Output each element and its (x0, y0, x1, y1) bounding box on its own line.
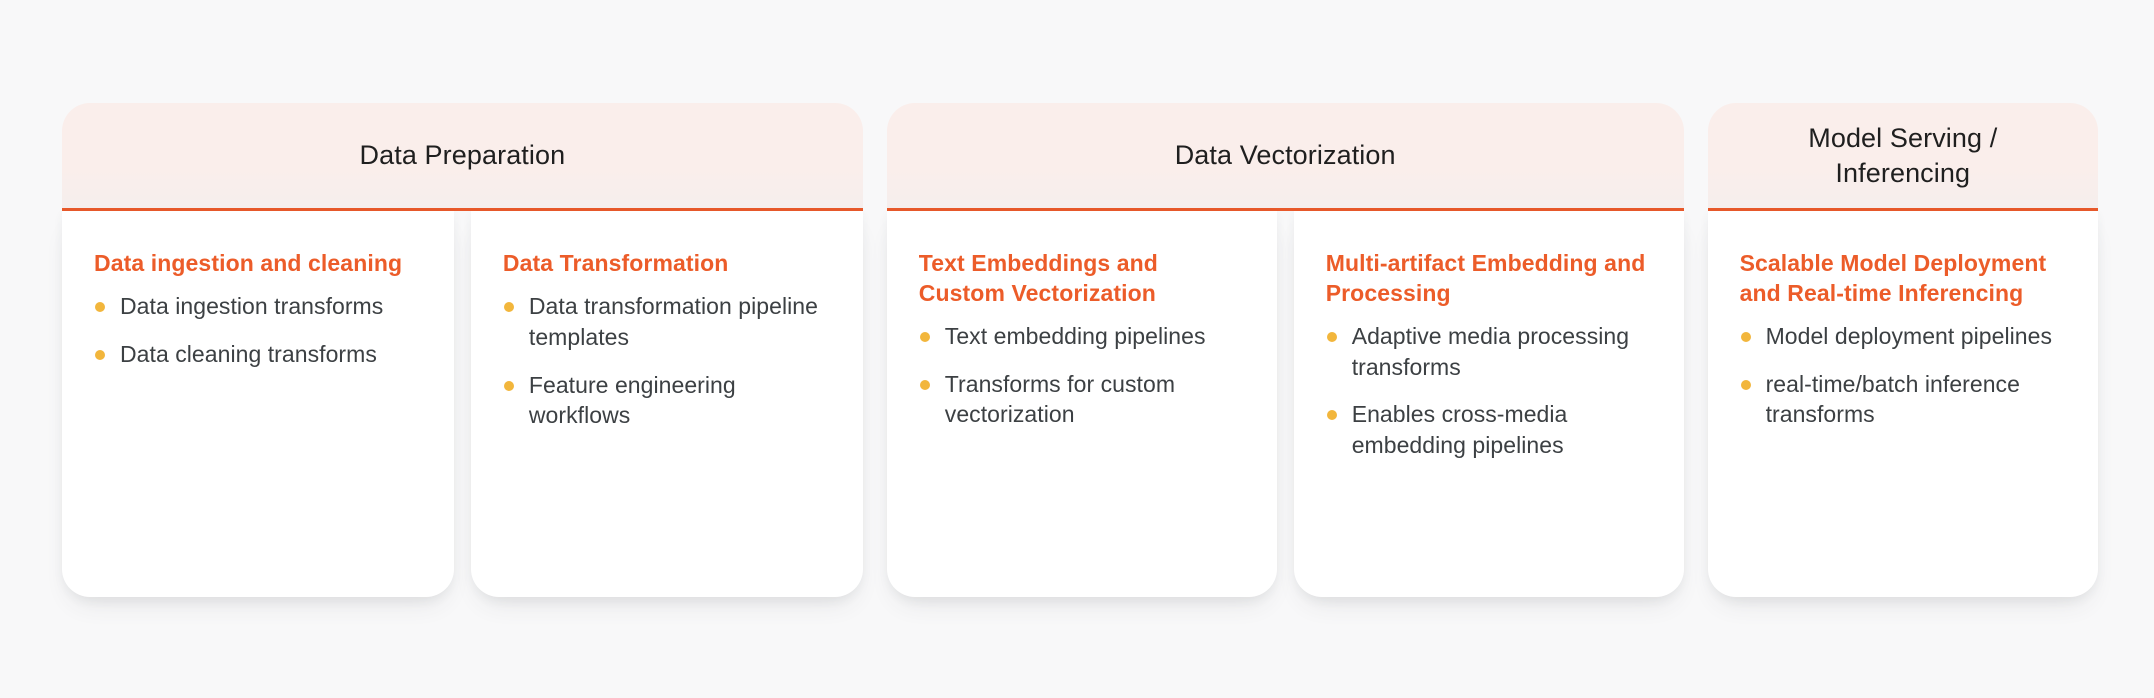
list-item-label: Model deployment pipelines (1765, 322, 2052, 349)
bullet-dot-icon (95, 349, 105, 360)
bullet-dot-icon (503, 380, 514, 391)
card-title: Multi-artifact Embedding and Processing (1325, 250, 1646, 306)
list-item-label: Data transformation pipeline templates (528, 292, 818, 350)
card-bullet-list: Data transformation pipeline templates F… (503, 291, 831, 431)
bullet-dot-icon (919, 379, 930, 390)
list-item: Model deployment pipelines (1740, 321, 2066, 352)
list-item: Enables cross-media embedding pipelines (1326, 399, 1652, 461)
group-model-serving-inferencing: Model Serving / Inferencing Scalable Mod… (1707, 103, 2098, 597)
group-row: Data Preparation Data ingestion and clea… (62, 103, 2098, 597)
list-item: Transforms for custom vectorization (919, 369, 1245, 431)
bullet-dot-icon (95, 301, 105, 312)
card-data-ingestion-and-cleaning[interactable]: Data ingestion and cleaning Data ingesti… (62, 211, 454, 597)
list-item: real-time/batch inference transforms (1740, 369, 2066, 431)
bullet-dot-icon (1326, 331, 1337, 342)
list-item-label: Text embedding pipelines (944, 322, 1206, 349)
list-item-label: Feature engineering workflows (528, 371, 736, 429)
card-title: Data Transformation (502, 250, 729, 276)
subcard-row: Text Embeddings and Custom Vectorization… (886, 211, 1684, 597)
list-item-label: Adaptive media processing transforms (1351, 322, 1630, 380)
card-title: Scalable Model Deployment and Real-time … (1739, 250, 2047, 306)
list-item: Data transformation pipeline templates (503, 291, 831, 353)
card-bullet-list: Text embedding pipelines Transforms for … (919, 321, 1245, 430)
subcard-row: Data ingestion and cleaning Data ingesti… (62, 211, 863, 597)
card-bullet-list: Data ingestion transforms Data cleaning … (94, 291, 422, 370)
list-item-label: real-time/batch inference transforms (1765, 370, 2020, 428)
card-title: Data ingestion and cleaning (94, 250, 403, 276)
bullet-dot-icon (1326, 410, 1337, 421)
card-multi-artifact-embedding-and-processing[interactable]: Multi-artifact Embedding and Processing … (1293, 211, 1684, 597)
group-header-data-preparation: Data Preparation (62, 103, 863, 211)
list-item: Feature engineering workflows (503, 370, 831, 432)
bullet-dot-icon (503, 301, 514, 312)
group-title: Data Preparation (359, 140, 566, 171)
bullet-dot-icon (1740, 331, 1751, 342)
bullet-dot-icon (919, 331, 930, 342)
group-data-preparation: Data Preparation Data ingestion and clea… (62, 103, 863, 597)
card-bullet-list: Adaptive media processing transforms Ena… (1326, 321, 1652, 461)
group-title: Data Vectorization (1174, 140, 1396, 171)
card-data-transformation[interactable]: Data Transformation Data transformation … (470, 211, 863, 597)
subcard-row: Scalable Model Deployment and Real-time … (1707, 211, 2098, 597)
group-data-vectorization: Data Vectorization Text Embeddings and C… (886, 103, 1684, 597)
card-title: Text Embeddings and Custom Vectorization (918, 250, 1158, 306)
card-bullet-list: Model deployment pipelines real-time/bat… (1740, 321, 2066, 430)
list-item-label: Data ingestion transforms (120, 292, 384, 319)
list-item: Data cleaning transforms (94, 339, 422, 370)
list-item-label: Data cleaning transforms (120, 340, 377, 367)
list-item: Text embedding pipelines (919, 321, 1245, 352)
bullet-dot-icon (1740, 379, 1751, 390)
list-item: Data ingestion transforms (94, 291, 422, 322)
card-scalable-model-deployment-and-real-time-inferencing[interactable]: Scalable Model Deployment and Real-time … (1707, 211, 2098, 597)
group-title: Model Serving / Inferencing (1808, 122, 1998, 188)
list-item: Adaptive media processing transforms (1326, 321, 1652, 383)
group-header-model-serving-inferencing: Model Serving / Inferencing (1707, 103, 2098, 211)
group-header-data-vectorization: Data Vectorization (886, 103, 1684, 211)
list-item-label: Transforms for custom vectorization (944, 370, 1176, 428)
list-item-label: Enables cross-media embedding pipelines (1351, 401, 1568, 459)
card-text-embeddings-and-custom-vectorization[interactable]: Text Embeddings and Custom Vectorization… (886, 211, 1277, 597)
